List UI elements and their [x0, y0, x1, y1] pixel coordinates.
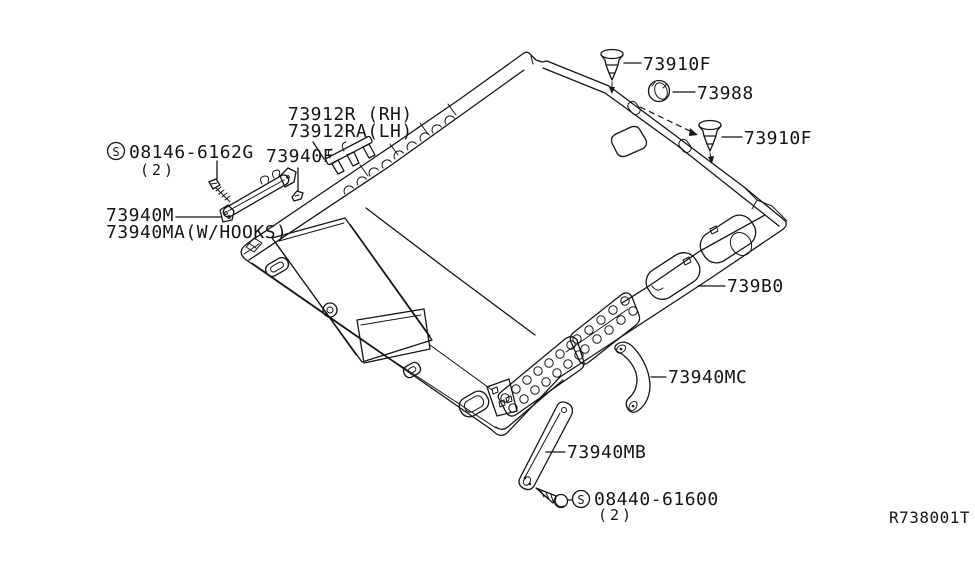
part-labels: 73912R (RH) 73912RA(LH) S 08146-6162G (2…	[106, 54, 970, 527]
label-pin-lower: 73910F	[744, 128, 812, 149]
grommet-part	[647, 79, 671, 103]
label-screw-rear: 08440-61600	[594, 489, 719, 510]
side-rail-trim	[645, 214, 757, 300]
assist-grip-curved	[614, 341, 651, 413]
label-visor-rod-lh: 73912RA(LH)	[288, 121, 413, 142]
label-assist-grip-rear: 73940MC	[668, 367, 747, 388]
front-edge-clip-tabs	[343, 103, 457, 195]
rear-screw	[535, 487, 569, 509]
headliner-panel	[240, 51, 788, 437]
label-side-trim: 739B0	[727, 276, 784, 297]
label-screw-front: 08146-6162G	[129, 142, 254, 163]
front-console-details	[264, 125, 648, 418]
label-visor-rod-rh: 73912R (RH)	[288, 104, 413, 125]
label-screw-rear-qty: (2)	[598, 506, 634, 524]
clip-part	[291, 190, 304, 202]
s-symbol: S	[112, 145, 119, 159]
label-grab-handle-hooks: 73940MA(W/HOOKS)	[106, 222, 287, 243]
roof-pin-upper	[600, 48, 624, 94]
roof-pin-lower	[698, 119, 722, 164]
perforated-clip-strips	[486, 292, 641, 417]
leader-lines	[175, 62, 743, 501]
front-screw	[208, 178, 231, 203]
label-screw-front-qty: (2)	[140, 161, 176, 179]
label-clip: 73940F	[266, 146, 334, 167]
screw-rear-symbol: S	[571, 489, 591, 509]
label-assist-grip-side: 73940MB	[567, 442, 646, 463]
label-grommet: 73988	[697, 83, 754, 104]
label-pin-upper: 73910F	[643, 54, 711, 75]
label-grab-handle: 73940M	[106, 205, 174, 226]
grommet-locator-dash	[639, 106, 698, 136]
visor-holder-bracket	[325, 135, 376, 175]
assist-grip-straight	[518, 401, 574, 491]
screw-front-symbol: S	[106, 141, 126, 161]
s-symbol: S	[577, 493, 584, 507]
diagram-ref-code: R738001T	[889, 508, 970, 527]
grab-handle	[219, 167, 297, 223]
rail-tabs	[627, 100, 692, 154]
